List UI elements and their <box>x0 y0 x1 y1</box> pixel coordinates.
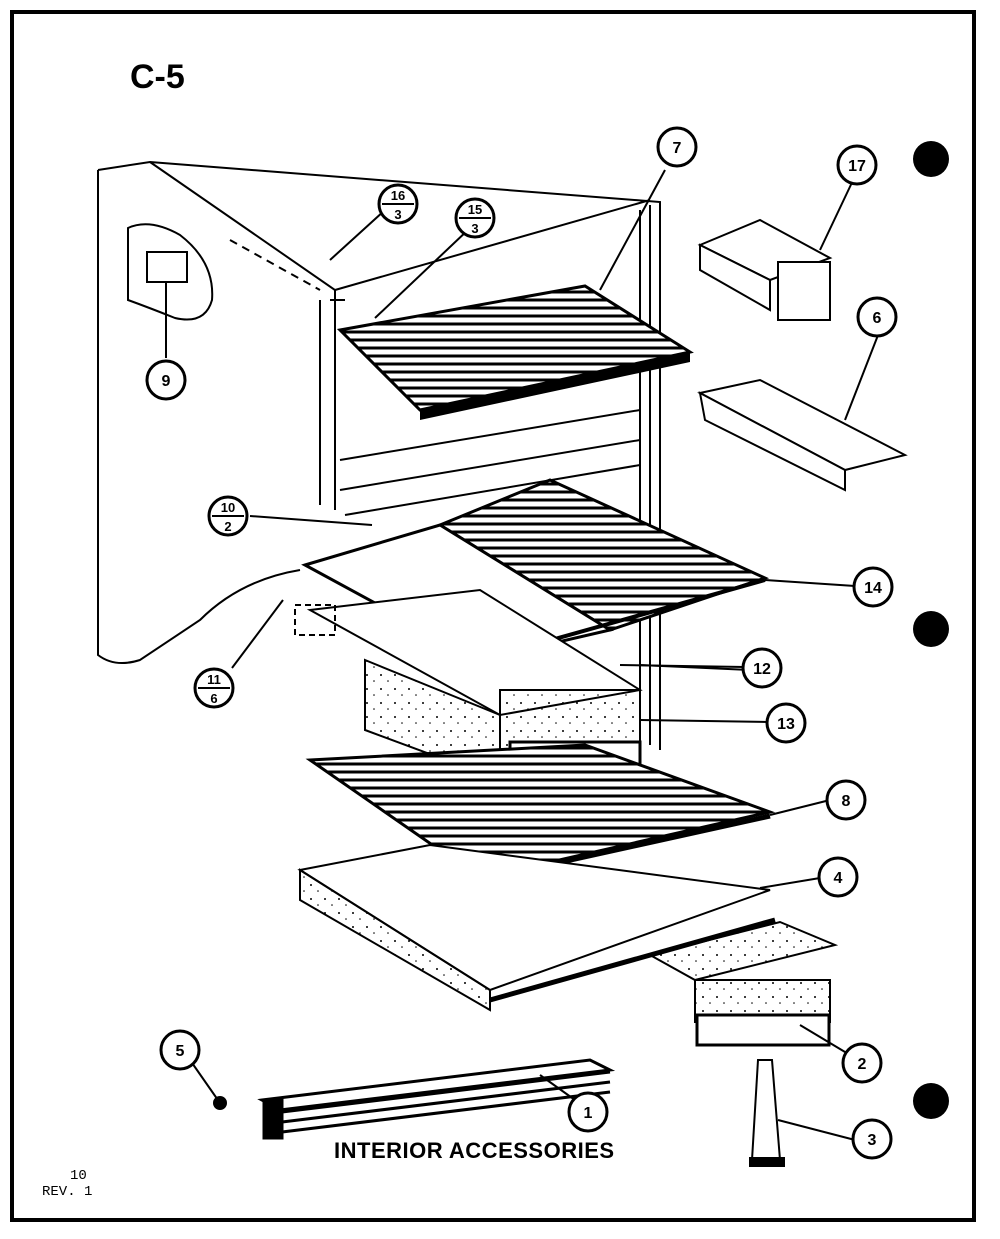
callout-label: 17 <box>848 158 866 175</box>
callout-denominator: 3 <box>394 207 401 222</box>
callout-2: 2 <box>841 1042 883 1084</box>
callout-numerator: 10 <box>221 500 235 515</box>
callout-16-3: 163 <box>377 183 419 225</box>
part-5-screw <box>189 1059 227 1110</box>
part-17-icemaker <box>697 173 857 321</box>
diagram-title: INTERIOR ACCESSORIES <box>334 1138 615 1163</box>
callout-label: 5 <box>176 1043 185 1060</box>
callout-3: 3 <box>851 1118 893 1160</box>
callout-label: 1 <box>584 1105 593 1122</box>
callout-9: 9 <box>145 359 187 401</box>
callout-label: 2 <box>858 1056 867 1073</box>
callout-7: 7 <box>656 126 698 168</box>
page-border <box>10 10 976 1222</box>
callout-10-2: 102 <box>207 495 249 537</box>
callout-14: 14 <box>852 566 894 608</box>
callout-15-3: 153 <box>454 197 496 239</box>
callout-label: 7 <box>673 140 682 157</box>
cabinet-outline <box>97 160 661 750</box>
part-7-top-shelf <box>336 169 694 420</box>
callout-label: 12 <box>753 661 771 678</box>
callout-12: 12 <box>741 647 783 689</box>
page-number: 10 <box>70 1168 87 1184</box>
callout-1: 1 <box>567 1091 609 1133</box>
callout-11-6: 116 <box>193 667 235 709</box>
callout-6: 6 <box>856 296 898 338</box>
callout-denominator: 6 <box>210 691 217 706</box>
revision-label: REV. 1 <box>42 1184 93 1200</box>
punch-hole-bottom <box>913 1083 949 1119</box>
punch-hole-top <box>913 141 949 177</box>
callout-label: 4 <box>834 870 843 887</box>
callout-numerator: 11 <box>207 672 221 687</box>
callout-label: 13 <box>777 716 795 733</box>
part-6-ice-tray <box>697 329 908 492</box>
page-code: C-5 <box>130 58 185 96</box>
callout-4: 4 <box>817 856 859 898</box>
callout-label: 8 <box>842 793 851 810</box>
callout-5: 5 <box>159 1029 201 1071</box>
part-3-leveler <box>749 1059 856 1167</box>
callout-8: 8 <box>825 779 867 821</box>
callout-numerator: 15 <box>468 202 482 217</box>
callout-label: 3 <box>868 1132 877 1149</box>
callout-13: 13 <box>765 702 807 744</box>
callout-label: 6 <box>873 310 882 327</box>
callout-denominator: 2 <box>224 519 231 534</box>
callout-label: 14 <box>864 580 882 597</box>
callout-denominator: 3 <box>471 221 478 236</box>
part-4-crisper-cover <box>297 843 821 1012</box>
part-2-drawer <box>647 920 851 1056</box>
punch-hole-middle <box>913 611 949 647</box>
part-9-label-plate <box>127 223 214 358</box>
callout-17: 17 <box>836 144 878 186</box>
callout-label: 9 <box>162 373 171 390</box>
part-1-grille <box>257 1058 616 1140</box>
callout-numerator: 16 <box>391 188 405 203</box>
